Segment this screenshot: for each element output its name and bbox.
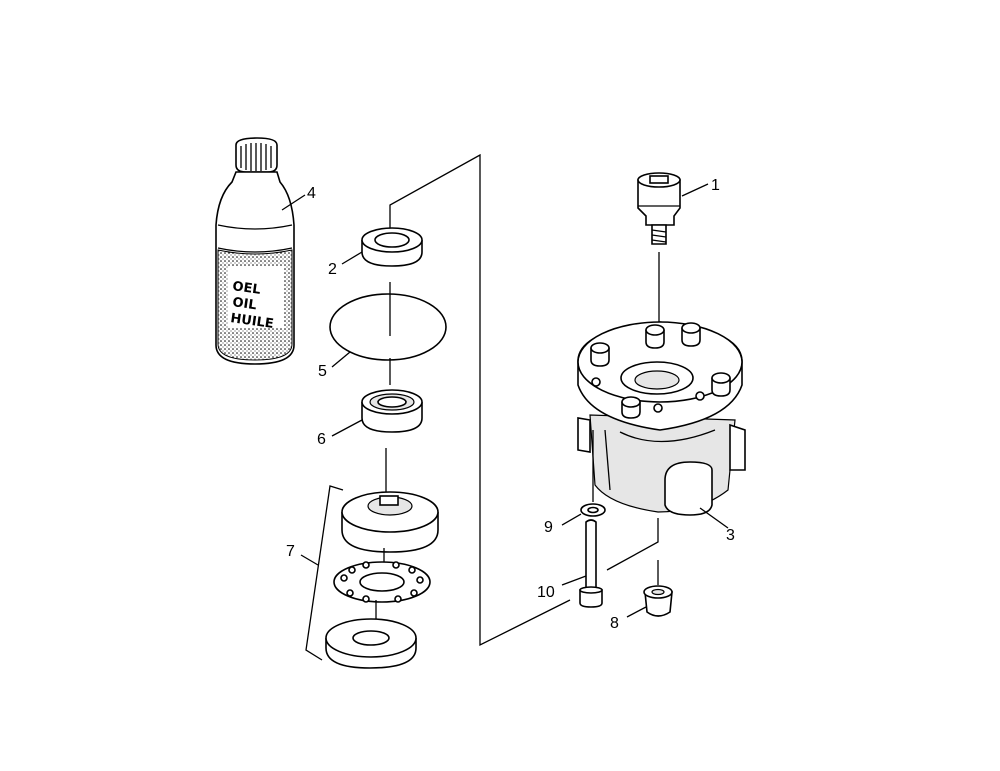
oil-bottle: OEL OIL HUILE	[215, 137, 295, 365]
seal-ring	[361, 227, 423, 267]
cap-nut	[643, 585, 673, 617]
assembly-bracket-line	[389, 153, 571, 647]
bottle-label-huile: HUILE	[229, 311, 274, 332]
hex-bolt	[579, 519, 603, 608]
callout-9: 9	[544, 519, 553, 536]
bottle-label-oel: OEL	[231, 279, 261, 298]
o-ring	[329, 293, 447, 361]
callout-2: 2	[328, 261, 337, 278]
callout-6: 6	[317, 431, 326, 448]
callout-10: 10	[537, 584, 555, 601]
gear-housing	[577, 321, 746, 516]
small-washer	[580, 503, 606, 517]
threaded-adapter	[637, 172, 681, 245]
ball-bearing	[361, 389, 423, 433]
callout-1: 1	[711, 177, 720, 194]
callout-3: 3	[726, 527, 735, 544]
bottle-label-oil: OIL	[231, 295, 257, 313]
part-7-bracket	[305, 485, 344, 661]
callout-8: 8	[610, 615, 619, 632]
callout-4: 4	[307, 185, 316, 202]
thrust-bearing-cage	[333, 561, 431, 603]
callout-5: 5	[318, 363, 327, 380]
callout-7: 7	[286, 543, 295, 560]
thrust-washer-top	[341, 491, 439, 553]
thrust-washer-bottom	[325, 618, 417, 669]
